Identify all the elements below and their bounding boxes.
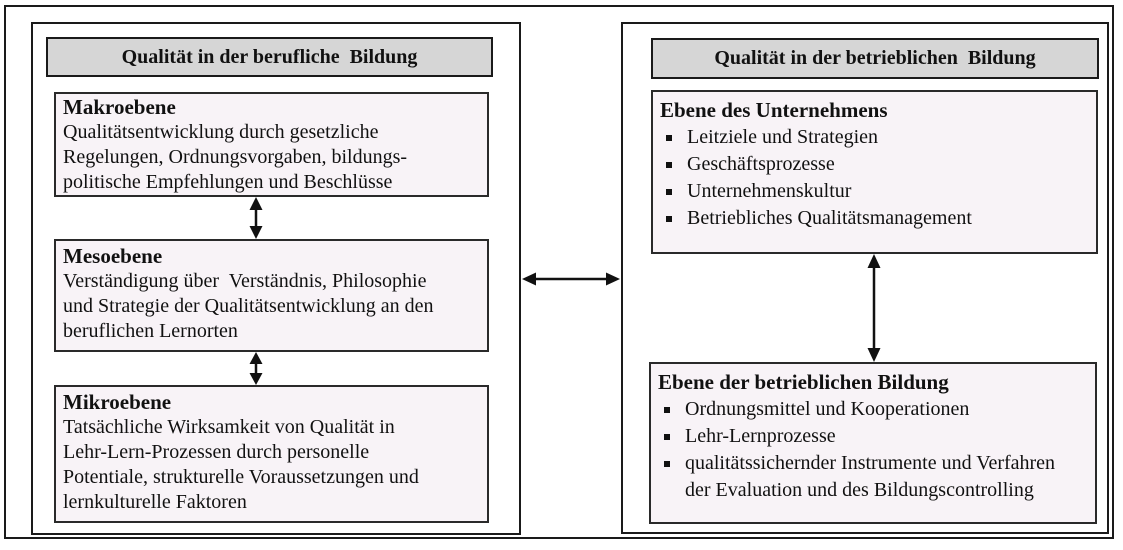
list-item: Leitziele und Strategien <box>660 124 1089 151</box>
left-panel: Qualität in der berufliche Bildung Makro… <box>31 22 521 535</box>
makroebene-body: Qualitätsentwicklung durch gesetzliche R… <box>63 121 408 193</box>
right-panel-header: Qualität in der betrieblichen Bildung <box>651 38 1099 79</box>
left-panel-header: Qualität in der berufliche Bildung <box>46 37 493 77</box>
list-item-label: Unternehmenskultur <box>687 180 852 202</box>
unternehmen-list: Leitziele und Strategien Geschäftsprozes… <box>660 124 1089 232</box>
bullet-square-icon <box>666 216 672 222</box>
outer-frame: Qualität in der berufliche Bildung Makro… <box>4 5 1114 539</box>
left-panel-header-label: Qualität in der berufliche Bildung <box>121 45 418 68</box>
mesoebene-body: Verständigung über Verständnis, Philosop… <box>63 270 434 342</box>
list-item: Unternehmenskultur <box>660 178 1089 205</box>
bullet-square-icon <box>664 461 670 467</box>
mesoebene-title: Mesoebene <box>63 244 163 268</box>
double-arrow-vertical-icon <box>249 352 263 385</box>
betriebliche-bildung-list: Ordnungsmittel und Kooperationen Lehr-Le… <box>658 396 1088 504</box>
list-item: Lehr-Lernprozesse <box>658 423 1088 450</box>
arrow-meso-mikro <box>246 352 266 385</box>
list-item-label: qualitätssichernder Instrumente und Verf… <box>685 452 1056 501</box>
list-item-label: Lehr-Lernprozesse <box>685 425 836 447</box>
bullet-square-icon <box>666 135 672 141</box>
makroebene-box: Makroebene Qualitätsentwicklung durch ge… <box>54 92 489 197</box>
bullet-square-icon <box>664 407 670 413</box>
unternehmen-title: Ebene des Unternehmens <box>660 98 888 122</box>
unternehmen-box: Ebene des Unternehmens Leitziele und Str… <box>651 90 1098 254</box>
arrow-unternehmen-bildung <box>864 254 884 362</box>
betriebliche-bildung-box: Ebene der betrieblichen Bildung Ordnungs… <box>649 362 1097 524</box>
list-item-label: Geschäftsprozesse <box>687 153 835 175</box>
list-item: qualitätssichernder Instrumente und Verf… <box>658 450 1088 504</box>
arrow-makro-meso <box>246 197 266 239</box>
double-arrow-vertical-icon <box>249 197 263 239</box>
list-item-label: Ordnungsmittel und Kooperationen <box>685 398 970 420</box>
double-arrow-horizontal-icon <box>522 272 620 286</box>
list-item-label: Betriebliches Qualitätsmanagement <box>687 207 972 229</box>
right-panel: Qualität in der betrieblichen Bildung Eb… <box>621 22 1109 534</box>
makroebene-title: Makroebene <box>63 95 176 119</box>
list-item: Geschäftsprozesse <box>660 151 1089 178</box>
list-item-label: Leitziele und Strategien <box>687 126 879 148</box>
list-item: Ordnungsmittel und Kooperationen <box>658 396 1088 423</box>
mikroebene-box: Mikroebene Tatsächliche Wirksamkeit von … <box>54 385 489 523</box>
bullet-square-icon <box>666 162 672 168</box>
double-arrow-vertical-icon <box>867 254 881 362</box>
right-panel-header-label: Qualität in der betrieblichen Bildung <box>714 47 1036 69</box>
mikroebene-body: Tatsächliche Wirksamkeit von Qualität in… <box>63 416 419 513</box>
betriebliche-bildung-title: Ebene der betrieblichen Bildung <box>658 370 949 394</box>
mesoebene-box: Mesoebene Verständigung über Verständnis… <box>54 239 489 352</box>
bullet-square-icon <box>664 434 670 440</box>
bullet-square-icon <box>666 189 672 195</box>
list-item: Betriebliches Qualitätsmanagement <box>660 205 1089 232</box>
arrow-left-right-panels <box>522 269 620 289</box>
mikroebene-title: Mikroebene <box>63 390 172 414</box>
